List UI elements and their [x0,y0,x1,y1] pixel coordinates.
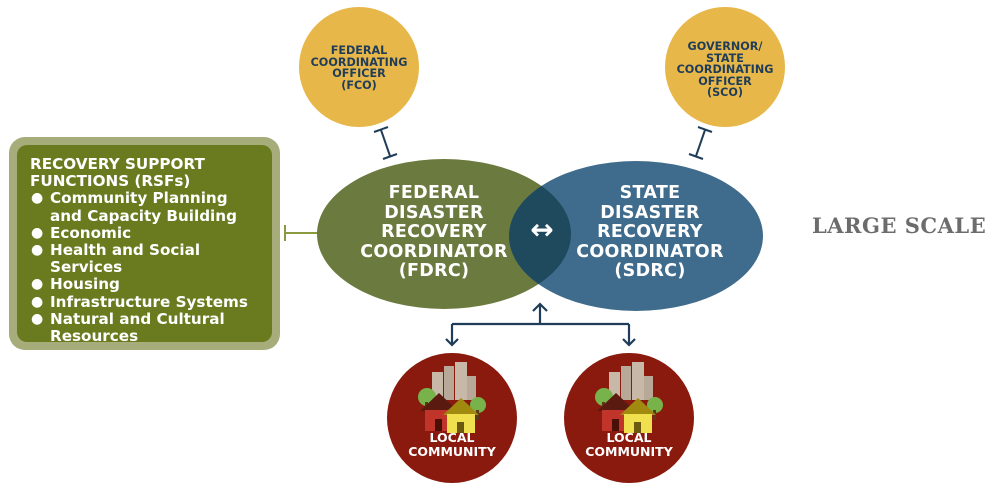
fdrc-label-line: DISASTER [384,202,484,223]
fco-label-line: FEDERAL [330,44,388,57]
rsf-connector [284,225,320,241]
community-label-line: LOCAL [429,430,475,445]
rsf-item-label: Health and Social [50,241,201,260]
exchange-arrow-icon: ↔ [530,213,554,246]
rsf-item-label: Housing [50,275,120,294]
sco-label-line: (SCO) [706,86,743,100]
sdrc-label-line: DISASTER [600,202,700,223]
sdrc-label-line: RECOVERY [597,222,703,242]
community-label-2: LOCAL COMMUNITY [579,431,679,459]
fdrc-label: FEDERAL DISASTER RECOVERY COORDINATOR (F… [339,183,529,282]
sdrc-label-line: STATE [619,183,681,203]
fco-circle [299,7,419,127]
sco-label-line: OFFICER [698,74,752,88]
community-icon [418,362,486,433]
sdrc-label: STATE DISASTER RECOVERY COORDINATOR (SDR… [555,183,745,282]
fdrc-ellipse [317,159,571,309]
rsf-item-label: Economic [50,223,132,242]
rsf-item-label: Infrastructure Systems [50,292,248,311]
scale-label: LARGE SCALE [812,213,987,238]
rsf-list: Community Planning and Capacity Building… [30,190,262,345]
sco-label-line: COORDINATING [676,63,774,77]
sdrc-label-line: (SDRC) [614,261,686,281]
fco-label: FEDERAL COORDINATING OFFICER (FCO) [304,45,414,91]
fco-label-line: COORDINATING [310,55,408,69]
rsf-heading-line: FUNCTIONS (RSFs) [30,172,191,191]
fdrc-label-line: FEDERAL [388,183,480,203]
rsf-heading-line: RECOVERY SUPPORT [30,155,205,173]
fco-label-line: (FCO) [341,78,377,92]
sco-circle [665,7,785,127]
rsf-box: RECOVERY SUPPORT FUNCTIONS (RSFs) Commun… [9,137,280,350]
rsf-item-community-planning: Community Planning and Capacity Building [30,189,262,225]
community-label-1: LOCAL COMMUNITY [402,431,502,459]
fco-connector [373,126,398,160]
fco-label-line: OFFICER [332,67,386,81]
rsf-item-label: Resources [50,327,139,346]
community-label-line: COMMUNITY [408,444,496,459]
rsf-item-infrastructure: Infrastructure Systems [30,292,262,311]
fdrc-label-line: RECOVERY [381,222,487,242]
rsf-item-label: Services [50,258,123,277]
sco-connector [688,126,713,160]
community-label-line: LOCAL [606,430,652,445]
rsf-item-housing: Housing [30,275,262,294]
sco-label: GOVERNOR/ STATE COORDINATING OFFICER (SC… [670,41,780,99]
community-connector [445,302,636,347]
rsf-item-health-social: Health and Social Services [30,241,262,277]
sco-label-line: GOVERNOR/ [687,40,763,53]
sdrc-ellipse [509,161,763,311]
community-icon [595,362,663,433]
rsf-item-natural-cultural: Natural and Cultural Resources [30,309,262,346]
rsf-item-economic: Economic [30,223,262,242]
fdrc-label-line: (FDRC) [398,261,470,281]
fdrc-label-line: COORDINATOR [360,241,508,262]
sdrc-label-line: COORDINATOR [576,241,724,262]
sco-label-line: STATE [706,51,744,65]
rsf-item-label: Natural and Cultural [50,309,225,328]
rsf-heading: RECOVERY SUPPORT FUNCTIONS (RSFs) [30,155,262,191]
community-label-line: COMMUNITY [585,444,673,459]
rsf-panel: RECOVERY SUPPORT FUNCTIONS (RSFs) Commun… [17,145,272,345]
rsf-item-label: Community Planning [50,189,228,208]
rsf-item-label: and Capacity Building [50,206,237,225]
